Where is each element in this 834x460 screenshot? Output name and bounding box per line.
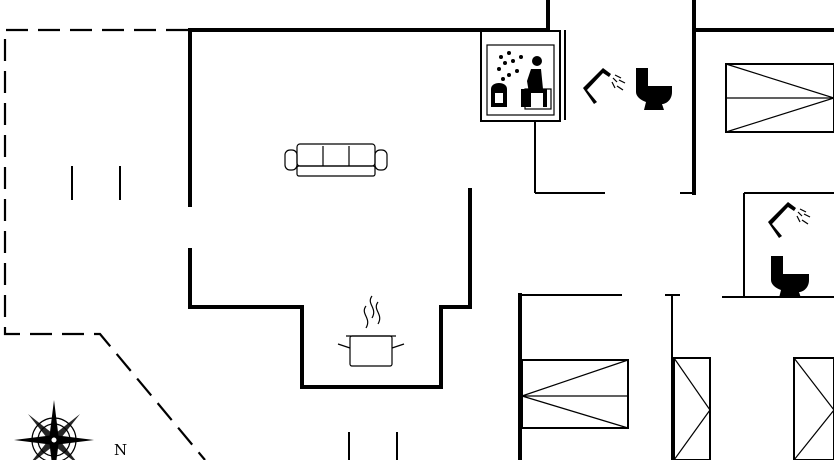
north-label: N bbox=[114, 441, 127, 459]
toilet-icon bbox=[771, 256, 809, 298]
bed-icon bbox=[725, 63, 834, 133]
sauna-icon bbox=[480, 30, 561, 122]
sofa-icon bbox=[284, 143, 388, 177]
bed-icon bbox=[673, 357, 711, 460]
cooking-pot-icon bbox=[337, 295, 405, 367]
bed-icon bbox=[521, 359, 629, 429]
toilet-icon bbox=[636, 68, 672, 110]
terrace-outline bbox=[3, 28, 206, 460]
bed-icon bbox=[793, 357, 834, 460]
compass-rose-icon bbox=[14, 400, 94, 460]
shower-icon bbox=[583, 68, 626, 104]
walls bbox=[71, 0, 834, 460]
shower-icon bbox=[768, 202, 811, 238]
